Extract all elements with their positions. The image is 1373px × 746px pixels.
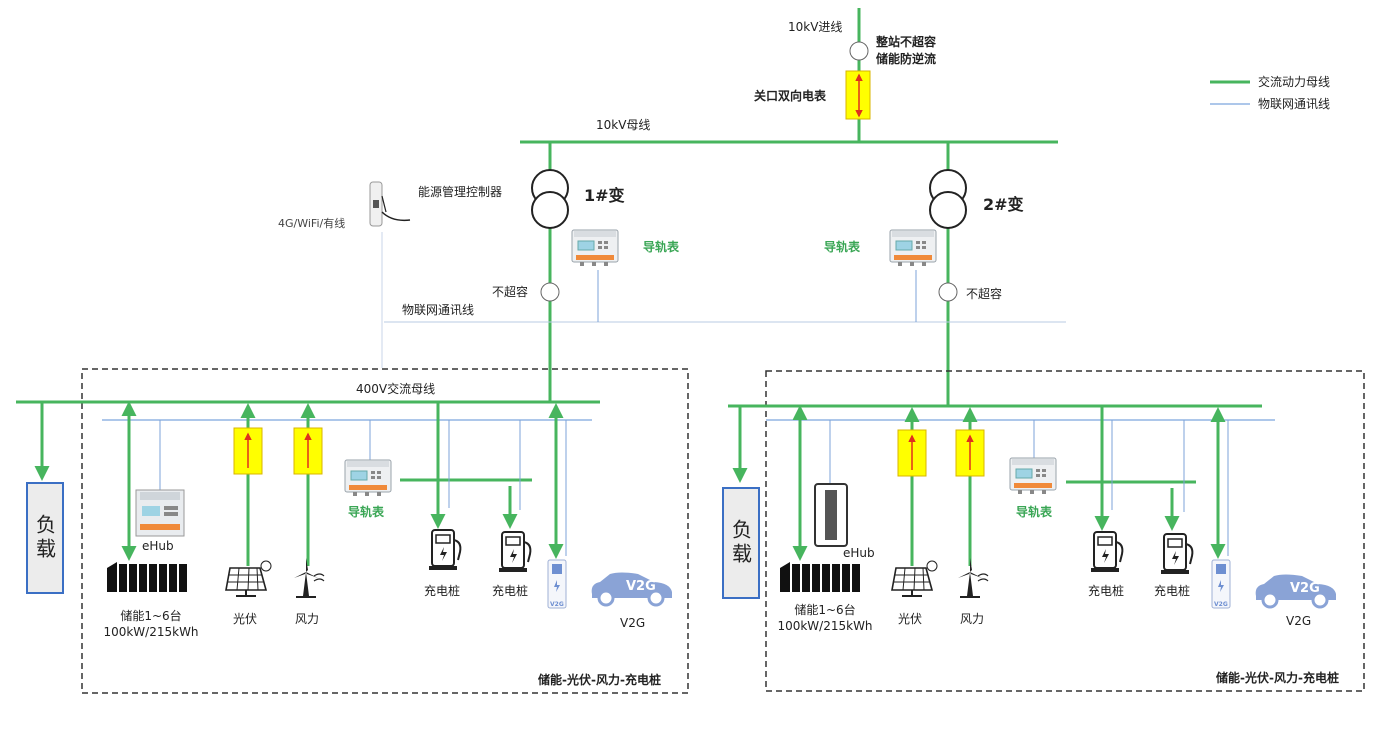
bus-10kv-label: 10kV母线 (596, 118, 651, 132)
limit-node-1 (540, 282, 560, 302)
limit-node-2 (938, 282, 958, 302)
ehub-2-label: eHub (843, 546, 875, 560)
anti-backflow-node (849, 41, 869, 61)
charger-1b-label: 充电桩 (492, 584, 529, 598)
group-1-rail-meter-label: 导轨表 (348, 505, 385, 519)
battery-2-icon (780, 562, 860, 592)
v2g-charger-2-badge: V2G (1214, 601, 1228, 608)
load-1-box: 负载 (26, 482, 64, 594)
load-2-box: 负载 (722, 487, 760, 599)
group-1-title: 储能-光伏-风力-充电桩 (538, 673, 661, 687)
limit-1-label: 不超容 (492, 285, 529, 299)
controller-label: 能源管理控制器 (417, 185, 502, 199)
pv-2-label: 光伏 (898, 612, 923, 626)
charger-1b-icon (498, 531, 532, 573)
pv-2-icon (891, 560, 938, 597)
legend-power-bus-label: 交流动力母线 (1258, 75, 1331, 89)
group-2-rail-meter-label: 导轨表 (1016, 505, 1053, 519)
storage-2-label-2: 100kW/215kWh (777, 619, 873, 633)
pv-1-icon (225, 560, 272, 597)
storage-2-label-1: 储能1~6台 (794, 603, 856, 617)
wind-1-label: 风力 (295, 612, 320, 626)
storage-1-label-1: 储能1~6台 (120, 609, 182, 623)
bus-400v-label: 400V交流母线 (356, 382, 436, 396)
charger-2a-label: 充电桩 (1088, 584, 1125, 598)
pv-1-label: 光伏 (233, 612, 258, 626)
anti-backflow-line-1: 整站不超容 (876, 35, 937, 49)
group-2-rail-meter-icon (1009, 457, 1057, 495)
ehub-1-icon (135, 489, 185, 537)
rail-meter-2-icon (889, 229, 937, 267)
gateway-meter (845, 70, 871, 120)
incoming-label: 10kV进线 (788, 20, 843, 34)
charger-1a-icon (428, 529, 462, 571)
controller-comm-label: 4G/WiFi/有线 (278, 217, 346, 230)
rail-meter-1-icon (571, 229, 619, 267)
charger-2b-label: 充电桩 (1154, 584, 1191, 598)
iot-backbone-label: 物联网通讯线 (402, 303, 475, 317)
wind-2-label: 风力 (960, 612, 985, 626)
gateway-meter-label: 关口双向电表 (754, 89, 827, 103)
storage-1-label-2: 100kW/215kWh (103, 625, 199, 639)
battery-1-icon (107, 562, 187, 592)
group-2-frame (765, 370, 1365, 692)
v2g-1-label: V2G (620, 616, 646, 630)
charger-2a-icon (1090, 531, 1124, 573)
transformer-1-label: 1#变 (584, 186, 625, 205)
group-1-rail-meter-icon (344, 459, 392, 497)
energy-controller-icon (369, 181, 411, 227)
wind-2-icon (957, 557, 989, 599)
transformer-2-icon (929, 169, 967, 229)
v2g-2-label: V2G (1286, 614, 1312, 628)
ehub-1-label: eHub (142, 539, 174, 553)
transformer-2-label: 2#变 (983, 195, 1024, 214)
charger-2b-icon (1160, 533, 1194, 575)
anti-backflow-line-2: 储能防逆流 (876, 52, 937, 66)
charger-1a-label: 充电桩 (424, 584, 461, 598)
ehub-2-icon (814, 483, 848, 547)
transformer-1-icon (531, 169, 569, 229)
legend-iot-label: 物联网通讯线 (1258, 97, 1331, 111)
v2g-car-1-badge: V2G (626, 579, 656, 594)
limit-2-label: 不超容 (966, 287, 1003, 301)
v2g-car-2-badge: V2G (1290, 581, 1320, 596)
group-2-title: 储能-光伏-风力-充电桩 (1216, 671, 1339, 685)
v2g-charger-1-badge: V2G (550, 601, 564, 608)
rail-meter-1-label: 导轨表 (643, 240, 680, 254)
rail-meter-2-label: 导轨表 (824, 240, 861, 254)
group-1-frame (81, 368, 689, 694)
